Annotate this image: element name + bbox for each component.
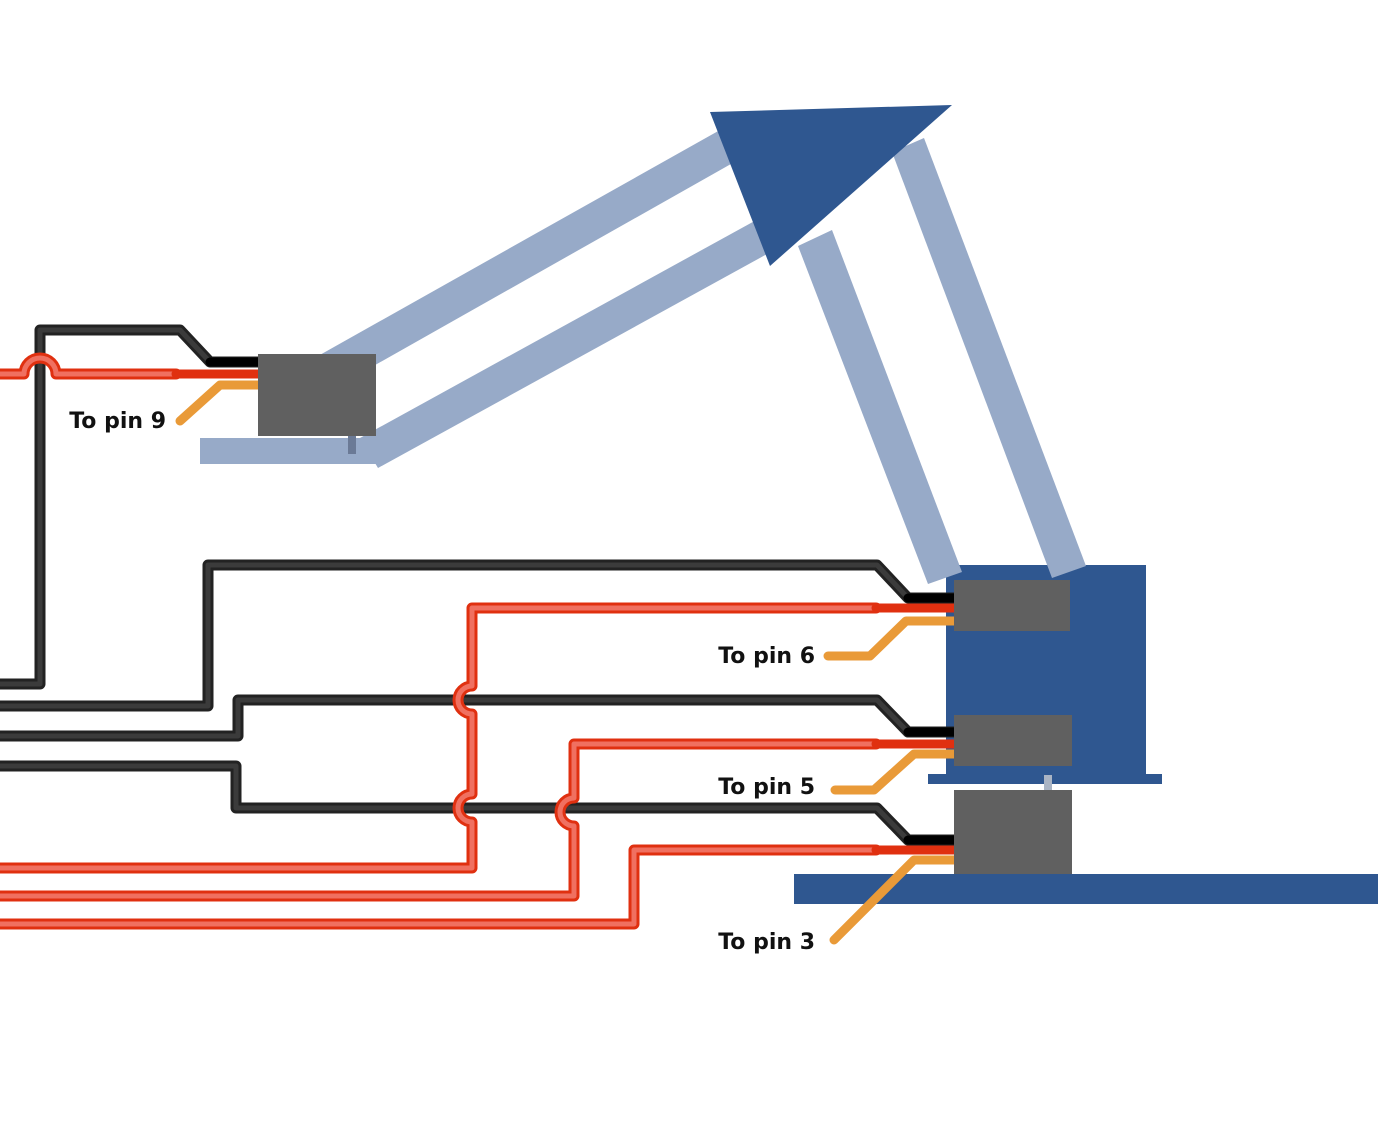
servo-gripper: [258, 354, 376, 436]
forearm-link-lower: [360, 218, 778, 468]
wires: [0, 324, 962, 945]
label-pin6: To pin 6: [718, 644, 815, 669]
signal-wire-pin6: [823, 616, 961, 661]
pivot-pin: [1044, 775, 1052, 791]
power-wires: [0, 352, 961, 930]
signal-wire-pin9: [175, 380, 267, 426]
forearm-link-upper: [318, 130, 738, 386]
ground-wire-shoulder: [0, 559, 962, 712]
servo-shoulder: [954, 580, 1070, 631]
signal-wire-pin3: [829, 855, 961, 945]
power-wire-base: [0, 844, 882, 930]
label-pin9: To pin 9: [69, 409, 166, 434]
signal-wires: [175, 380, 961, 945]
robot-arm: [200, 105, 1378, 904]
label-pin3: To pin 3: [718, 930, 815, 955]
arm-tip: [710, 105, 952, 266]
servo-gripper-shaft: [348, 436, 356, 454]
servo-elbow: [954, 715, 1072, 766]
rear-link-right: [892, 138, 1086, 578]
pin-labels: To pin 9 To pin 6 To pin 5 To pin 3: [69, 409, 815, 955]
servo-base: [954, 790, 1072, 874]
label-pin5: To pin 5: [718, 775, 815, 800]
rear-link-left: [798, 230, 962, 584]
servos: [258, 354, 1072, 874]
signal-wire-pin5: [830, 749, 961, 795]
